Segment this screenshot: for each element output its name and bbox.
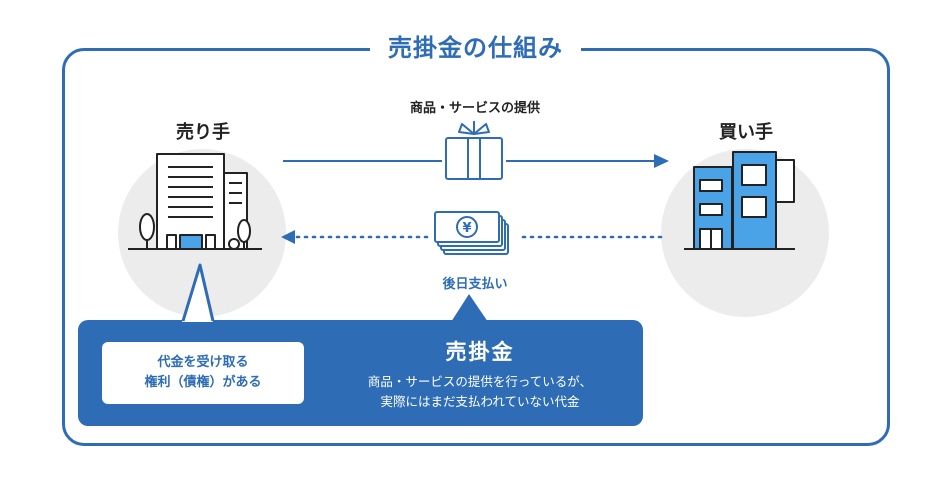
payment-pointer (451, 294, 488, 322)
rights-line-2: 権利（債権）がある (144, 375, 262, 390)
callout-description: 商品・サービスの提供を行っているが、 実際にはまだ支払われていない代金 (330, 372, 630, 412)
goods-arrowhead (654, 154, 669, 168)
gift-box-icon (445, 121, 503, 180)
callout-desc-line-1: 商品・サービスの提供を行っているが、 (367, 374, 593, 389)
office-building-icon (128, 153, 262, 250)
seller-label: 売り手 (176, 122, 230, 143)
shop-building-icon (684, 151, 795, 250)
seller-pointer-fill (182, 265, 213, 322)
goods-flow-label: 商品・サービスの提供 (409, 101, 540, 116)
buyer-label: 買い手 (719, 122, 773, 143)
callout-desc-line-2: 実際にはまだ支払われていない代金 (380, 394, 580, 409)
seller-pointer (181, 263, 215, 322)
svg-text:¥: ¥ (462, 221, 471, 236)
payment-flow-label: 後日支払い (442, 277, 508, 292)
payment-arrowhead (281, 230, 295, 244)
yen-banknotes-icon: ¥ (434, 211, 509, 255)
callout-title: 売掛金 (445, 340, 515, 364)
rights-line-1: 代金を受け取る (157, 355, 249, 370)
rights-box: 代金を受け取る 権利（債権）がある (102, 342, 304, 404)
